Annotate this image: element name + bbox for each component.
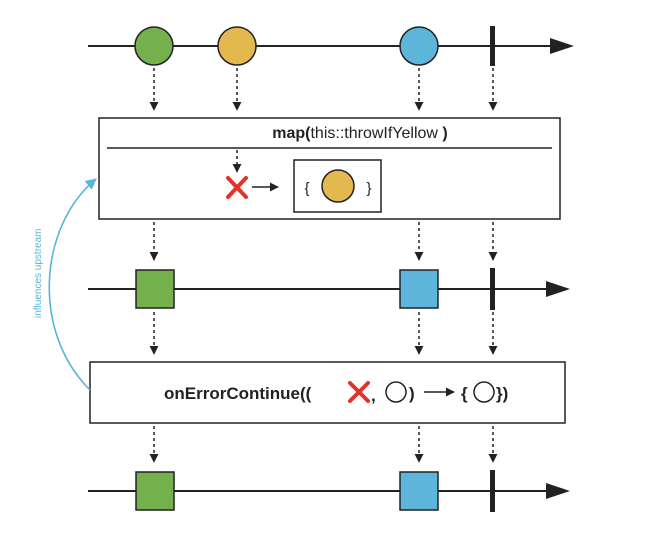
- on-error-continue-box: onErrorContinue(( , ) { }): [89, 361, 566, 424]
- yellow-marble-result: [321, 169, 355, 203]
- empty-marble-icon: [473, 381, 495, 403]
- empty-marble-icon: [385, 381, 407, 403]
- map-brace-close: }: [366, 180, 371, 197]
- influences-upstream-label: influences upstream: [33, 229, 44, 319]
- error-x-icon: [348, 381, 370, 403]
- upstream-curve-arrow: [48, 178, 97, 391]
- green-square: [135, 269, 175, 309]
- map-operator-label: map(this::throwIfYellow ): [272, 125, 447, 142]
- blue-square: [399, 471, 439, 511]
- param-close-paren: ): [409, 384, 415, 403]
- brace-open: {: [461, 384, 468, 403]
- green-marble: [134, 26, 174, 66]
- error-x-icon: [226, 176, 248, 199]
- after-map-timeline: [88, 268, 570, 310]
- blue-marble: [399, 26, 439, 66]
- complete-marker: [490, 26, 495, 66]
- on-error-continue-output-arrows: [149, 426, 498, 463]
- map-brace-open: {: [304, 180, 309, 197]
- on-error-continue-label: onErrorContinue((: [164, 384, 312, 403]
- to-on-error-continue-arrows: [149, 312, 498, 355]
- complete-marker: [490, 470, 495, 512]
- yellow-marble: [217, 26, 257, 66]
- map-to-output-arrows: [149, 222, 498, 261]
- complete-marker: [490, 268, 495, 310]
- influences-upstream-annotation: influences upstream: [33, 178, 97, 391]
- final-timeline: [88, 470, 570, 512]
- blue-square: [399, 269, 439, 309]
- green-square: [135, 471, 175, 511]
- source-to-map-arrows: [149, 68, 498, 111]
- timeline-arrowhead: [546, 483, 570, 499]
- timeline-arrowhead: [546, 281, 570, 297]
- param-separator: ,: [371, 386, 376, 405]
- source-timeline: [88, 26, 574, 66]
- map-operator-box: map(this::throwIfYellow ) { }: [98, 117, 561, 220]
- timeline-arrowhead: [550, 38, 574, 54]
- brace-close: }): [496, 384, 508, 403]
